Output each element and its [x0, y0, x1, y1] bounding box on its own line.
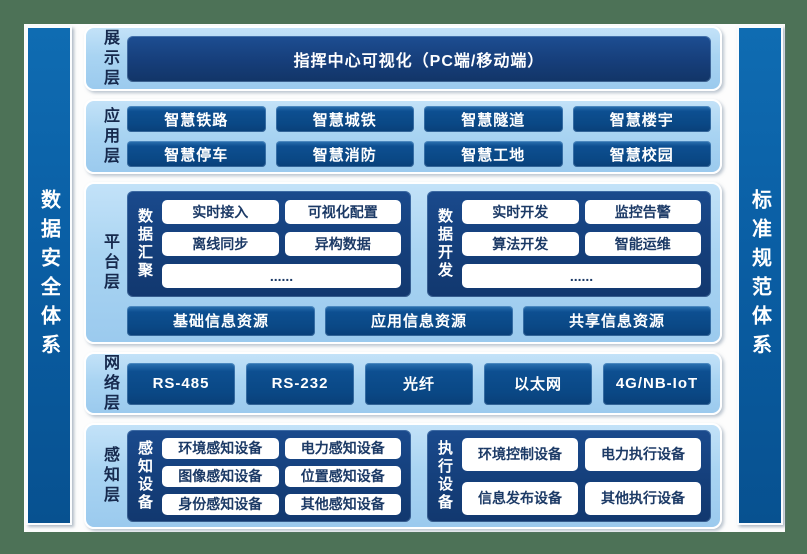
perception-content: 感知设备 环境感知设备 电力感知设备 图像感知设备 位置感知设备 身份感知设备 … [127, 430, 711, 522]
perception-groups: 感知设备 环境感知设备 电力感知设备 图像感知设备 位置感知设备 身份感知设备 … [127, 430, 711, 522]
group-title: 数据开发 [436, 207, 453, 280]
group-title: 数据汇聚 [136, 207, 153, 280]
presentation-content: 指挥中心可视化（PC端/移动端） [127, 35, 711, 82]
device-box: 其他执行设备 [585, 481, 701, 515]
group-data-aggregation: 数据汇聚 实时接入 可视化配置 离线同步 异构数据 ...... [127, 190, 411, 297]
layer-label-platform: 平台层 [96, 233, 122, 293]
platform-more-box: ...... [462, 263, 701, 288]
group-grid: 环境感知设备 电力感知设备 图像感知设备 位置感知设备 身份感知设备 其他感知设… [162, 437, 401, 515]
platform-box: 可视化配置 [284, 199, 401, 224]
data-security-bar: 数据安全体系 [26, 26, 72, 525]
device-box: 电力感知设备 [284, 437, 401, 459]
platform-box: 监控告警 [584, 199, 701, 224]
network-box: RS-232 [246, 362, 354, 405]
platform-more-box: ...... [162, 263, 401, 288]
device-box: 其他感知设备 [284, 493, 401, 515]
platform-box: 实时接入 [162, 199, 279, 224]
application-grid: 智慧铁路 智慧城铁 智慧隧道 智慧楼宇 智慧停车 智慧消防 智慧工地 智慧校园 [127, 106, 711, 167]
network-box: 以太网 [484, 362, 592, 405]
group-sensing-devices: 感知设备 环境感知设备 电力感知设备 图像感知设备 位置感知设备 身份感知设备 … [127, 430, 411, 522]
platform-groups: 数据汇聚 实时接入 可视化配置 离线同步 异构数据 ...... 数据开发 实时… [127, 190, 711, 297]
resource-box: 基础信息资源 [127, 305, 315, 336]
network-box: 4G/NB-IoT [603, 362, 711, 405]
device-box: 信息发布设备 [462, 481, 578, 515]
app-box: 智慧消防 [275, 141, 414, 167]
app-box: 智慧停车 [127, 141, 266, 167]
layer-panel-application: 应用层 智慧铁路 智慧城铁 智慧隧道 智慧楼宇 智慧停车 智慧消防 智慧工地 智… [84, 99, 722, 174]
platform-box: 实时开发 [462, 199, 579, 224]
layer-label-text: 网络层 [101, 353, 118, 414]
group-grid: 实时接入 可视化配置 离线同步 异构数据 ...... [162, 199, 401, 288]
resource-box: 应用信息资源 [325, 305, 513, 336]
application-content: 智慧铁路 智慧城铁 智慧隧道 智慧楼宇 智慧停车 智慧消防 智慧工地 智慧校园 [127, 106, 711, 167]
group-grid: 实时开发 监控告警 算法开发 智能运维 ...... [462, 199, 701, 288]
standards-bar-label: 标准规范体系 [748, 188, 771, 363]
app-box: 智慧校园 [572, 141, 711, 167]
device-box: 图像感知设备 [162, 465, 279, 487]
layer-label-presentation: 展示层 [96, 29, 122, 89]
layer-panel-platform: 平台层 数据汇聚 实时接入 可视化配置 离线同步 异构数据 ...... [84, 182, 722, 344]
layer-panel-network: 网络层 RS-485 RS-232 光纤 以太网 4G/NB-IoT [84, 352, 722, 415]
layer-label-perception: 感知层 [96, 446, 122, 506]
app-box: 智慧城铁 [275, 106, 414, 132]
network-row: RS-485 RS-232 光纤 以太网 4G/NB-IoT [127, 362, 711, 405]
network-content: RS-485 RS-232 光纤 以太网 4G/NB-IoT [127, 362, 711, 405]
device-box: 环境感知设备 [162, 437, 279, 459]
group-title: 执行设备 [436, 440, 453, 512]
layer-label-text: 展示层 [101, 28, 118, 89]
resource-row: 基础信息资源 应用信息资源 共享信息资源 [127, 305, 711, 336]
network-box: RS-485 [127, 362, 235, 405]
platform-box: 异构数据 [284, 231, 401, 256]
group-grid: 环境控制设备 电力执行设备 信息发布设备 其他执行设备 [462, 437, 701, 515]
device-box: 电力执行设备 [585, 437, 701, 471]
command-center-box: 指挥中心可视化（PC端/移动端） [127, 35, 711, 82]
platform-box: 智能运维 [584, 231, 701, 256]
group-data-development: 数据开发 实时开发 监控告警 算法开发 智能运维 ...... [427, 190, 711, 297]
app-box: 智慧隧道 [424, 106, 563, 132]
diagram-canvas: 数据安全体系 标准规范体系 展示层 指挥中心可视化（PC端/移动端） 应用层 智… [24, 24, 785, 532]
layer-label-network: 网络层 [96, 354, 122, 414]
app-box: 智慧铁路 [127, 106, 266, 132]
data-security-bar-label: 数据安全体系 [37, 188, 60, 363]
device-box: 位置感知设备 [284, 465, 401, 487]
standards-bar: 标准规范体系 [737, 26, 783, 525]
group-title: 感知设备 [136, 440, 153, 512]
layer-label-text: 应用层 [101, 106, 118, 167]
device-box: 环境控制设备 [462, 437, 578, 471]
group-execution-devices: 执行设备 环境控制设备 电力执行设备 信息发布设备 其他执行设备 [427, 430, 711, 522]
layer-panel-presentation: 展示层 指挥中心可视化（PC端/移动端） [84, 26, 722, 91]
layer-label-application: 应用层 [96, 107, 122, 167]
app-box: 智慧工地 [424, 141, 563, 167]
platform-box: 算法开发 [462, 231, 579, 256]
app-box: 智慧楼宇 [572, 106, 711, 132]
network-box: 光纤 [365, 362, 473, 405]
layer-label-text: 平台层 [101, 233, 118, 293]
layer-label-text: 感知层 [101, 446, 118, 506]
layer-panel-perception: 感知层 感知设备 环境感知设备 电力感知设备 图像感知设备 位置感知设备 身份感… [84, 423, 722, 529]
platform-content: 数据汇聚 实时接入 可视化配置 离线同步 异构数据 ...... 数据开发 实时… [127, 190, 711, 336]
platform-box: 离线同步 [162, 231, 279, 256]
resource-box: 共享信息资源 [523, 305, 711, 336]
device-box: 身份感知设备 [162, 493, 279, 515]
layer-stack: 展示层 指挥中心可视化（PC端/移动端） 应用层 智慧铁路 智慧城铁 智慧隧道 … [84, 26, 722, 529]
